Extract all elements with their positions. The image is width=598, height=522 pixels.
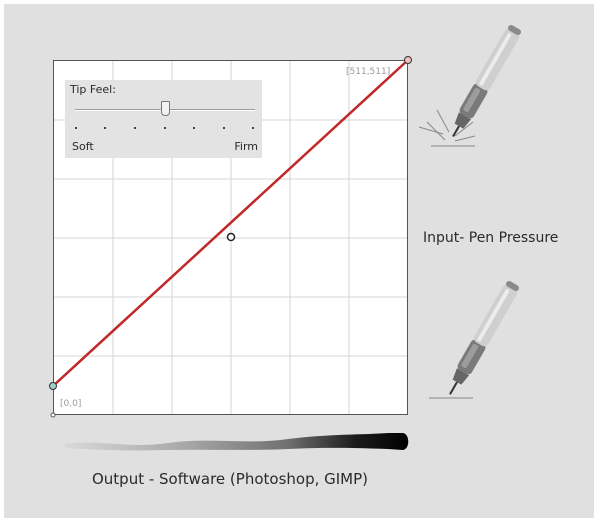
curve-line xyxy=(52,59,409,387)
slider-tick xyxy=(223,127,225,129)
brush-stroke-sample xyxy=(64,433,409,451)
max-coordinate-label: [511,511] xyxy=(346,67,391,77)
min-coordinate-label: [0,0] xyxy=(60,399,82,409)
slider-tick xyxy=(193,127,195,129)
slider-tick xyxy=(164,127,166,129)
pen-pressing-icon xyxy=(418,25,521,147)
tip-feel-label: Tip Feel: xyxy=(70,83,116,96)
soft-label: Soft xyxy=(72,140,94,153)
tip-feel-slider-thumb[interactable] xyxy=(161,101,170,116)
curve-start-point[interactable] xyxy=(49,382,57,390)
slider-tick xyxy=(134,127,136,129)
output-caption: Output - Software (Photoshop, GIMP) xyxy=(91,470,369,488)
firm-label: Firm xyxy=(234,140,258,153)
graph-origin-marker xyxy=(50,412,56,418)
curve-end-point[interactable] xyxy=(404,56,412,64)
input-caption: Input- Pen Pressure xyxy=(423,230,559,246)
slider-tick xyxy=(75,127,77,129)
slider-tick xyxy=(252,127,254,129)
pen-touching-icon xyxy=(429,281,519,399)
curve-mid-point[interactable] xyxy=(226,232,236,242)
slider-tick xyxy=(104,127,106,129)
tip-feel-panel: Tip Feel: Soft Firm xyxy=(65,80,262,158)
